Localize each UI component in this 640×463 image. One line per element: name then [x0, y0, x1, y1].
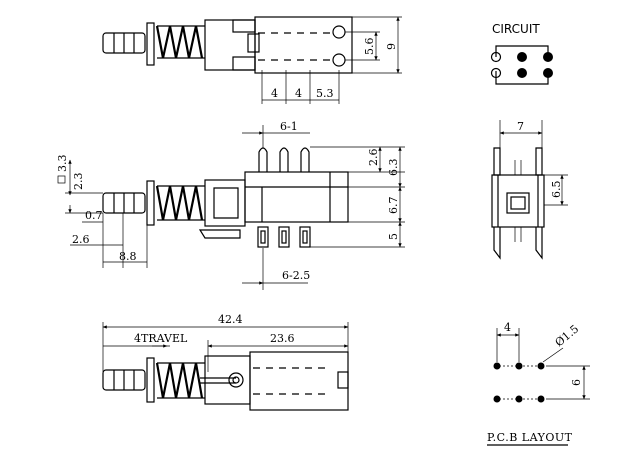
- dim-top-4a: 4: [271, 87, 278, 100]
- top-view: [102, 16, 402, 104]
- dim-2-6: 2.6: [367, 149, 380, 167]
- dim-3-3: 3.3: [56, 155, 69, 173]
- pcb-dim-6: 6: [570, 379, 583, 386]
- dim-8-8: 8.8: [119, 250, 137, 263]
- pcb-dim-dia: Ø1.5: [553, 322, 582, 349]
- dim-6-7: 6.7: [387, 197, 400, 215]
- end-view: [491, 120, 568, 260]
- dim-0-7: 0.7: [85, 209, 103, 222]
- circuit-title: CIRCUIT: [492, 22, 540, 36]
- dim-2-3: 2.3: [72, 173, 85, 191]
- dim-6-1: 6-1: [280, 120, 298, 133]
- dim-top-4b: 4: [295, 87, 302, 100]
- dim-7: 7: [517, 120, 524, 133]
- dim-top-5-6: 5.6: [363, 38, 376, 56]
- side-view: [57, 125, 405, 290]
- pcb-dim-4: 4: [504, 321, 511, 334]
- dim-top-9: 9: [385, 43, 398, 50]
- dim-6-3: 6.3: [387, 159, 400, 177]
- dim-6-2-5: 6-2.5: [282, 269, 310, 282]
- pcb-layout: [493, 328, 590, 403]
- dim-23-6: 23.6: [270, 332, 295, 345]
- travel-label: 4TRAVEL: [134, 332, 188, 345]
- pcb-layout-title: P.C.B LAYOUT: [487, 431, 573, 444]
- dim-5: 5: [387, 233, 400, 240]
- dim-42-4: 42.4: [218, 313, 243, 326]
- circuit-symbol: [490, 45, 553, 85]
- dim-2-6-left: 2.6: [72, 233, 90, 246]
- bottom-view: [102, 322, 349, 411]
- dim-6-5: 6.5: [550, 181, 563, 199]
- dim-top-5-3: 5.3: [316, 87, 334, 100]
